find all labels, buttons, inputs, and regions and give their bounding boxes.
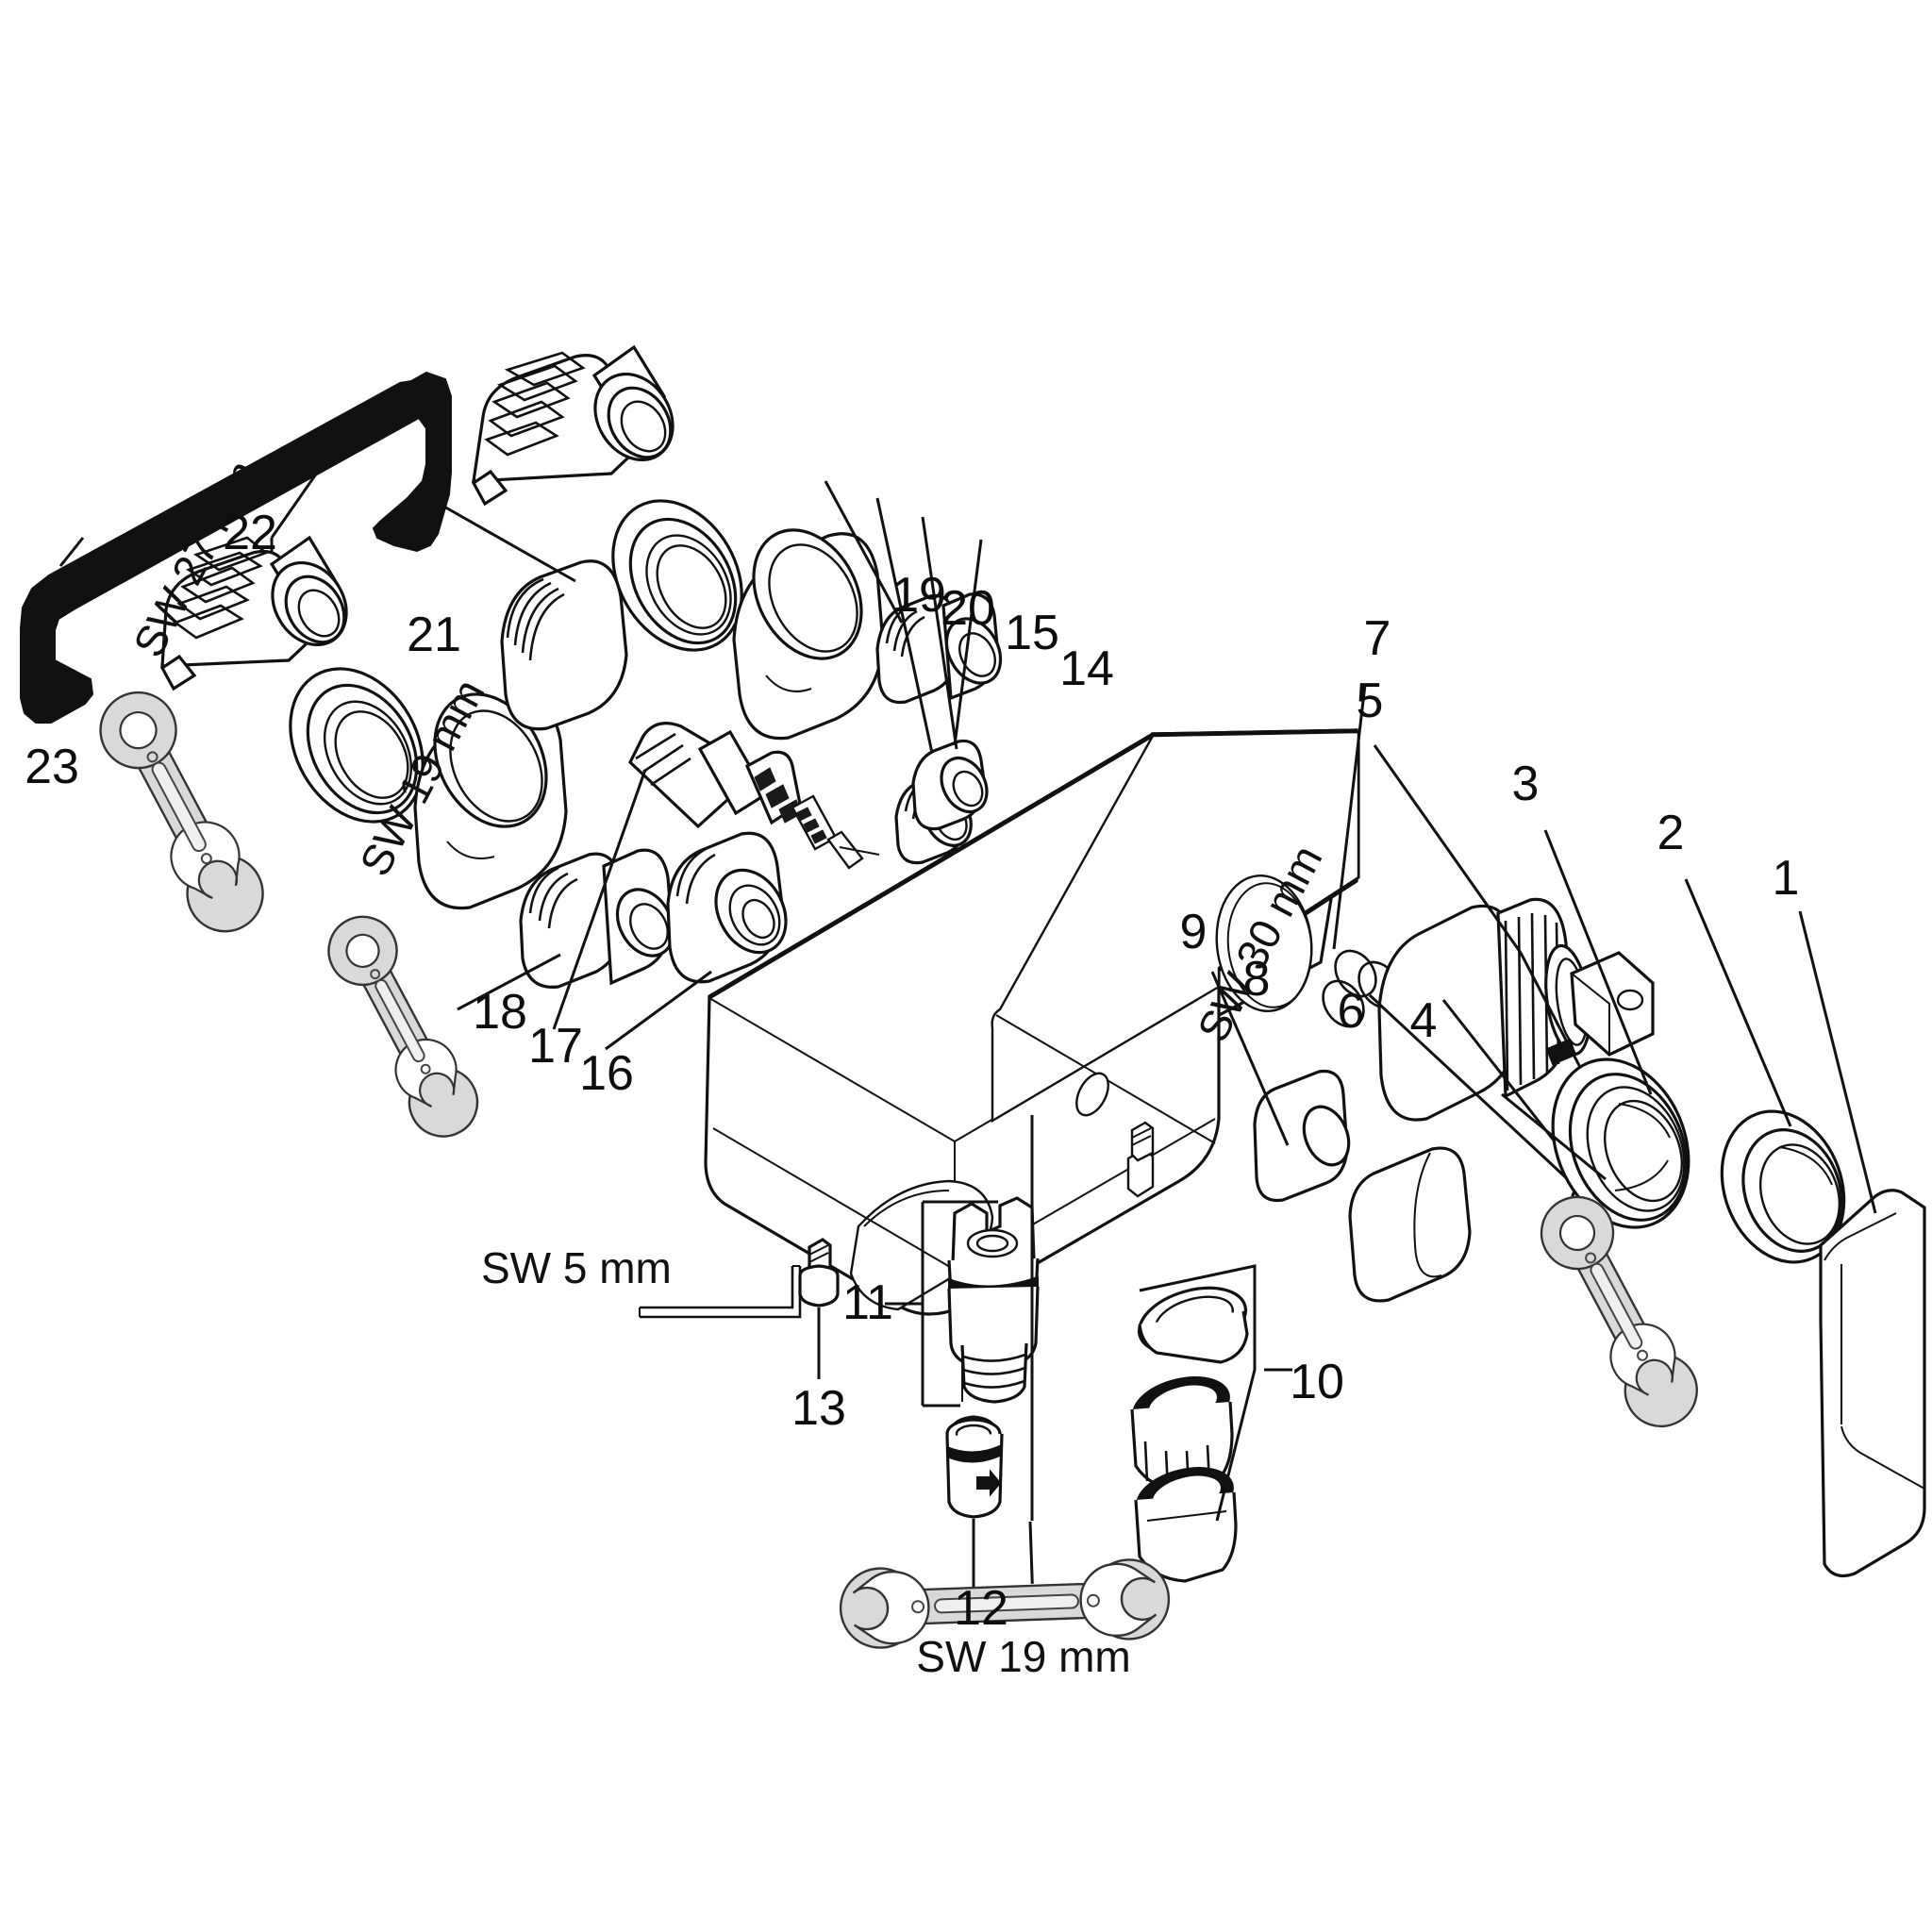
tool-label-sw5: SW 5 mm: [481, 1243, 672, 1292]
tool-sw19-wrench-lower: [839, 1521, 1171, 1649]
collar-sleeve-upper: [732, 528, 885, 741]
part-number-labels: 1 2 3 4 5 6 7 8 9 10 11 12 13 14 15 16 1…: [25, 506, 1799, 1636]
sealing-ring-left: [289, 667, 425, 824]
part-label-6: 6: [1338, 984, 1365, 1039]
part-5-cartridge: [1373, 744, 1655, 1122]
main-faucet-body: [704, 728, 1360, 1316]
part-label-20: 20: [941, 581, 995, 636]
part-label-17: 17: [528, 1019, 583, 1074]
part-label-2: 2: [1657, 806, 1685, 860]
aerator-lower: [1134, 1467, 1238, 1583]
part-label-9: 9: [1180, 905, 1208, 959]
part-10-aerator-assembly: [1130, 1264, 1292, 1583]
part-14-check-valve: [953, 539, 983, 746]
part-label-22: 22: [223, 506, 277, 560]
part-23-mounting-bracket: [20, 371, 452, 724]
part-label-1: 1: [1773, 851, 1800, 906]
part-12-diverter-insert: [945, 1415, 1004, 1587]
part-22-s-union-upper: [270, 344, 675, 651]
tool-sw27-wrench: [99, 691, 264, 933]
part-label-3: 3: [1512, 757, 1540, 811]
part-label-7: 7: [1364, 611, 1391, 666]
part-label-21: 21: [407, 608, 461, 662]
collar-sleeve-left: [413, 692, 568, 910]
part-17-valve-cartridge: [552, 722, 880, 1030]
part-2-handle-ring: [1684, 878, 1846, 1264]
part-label-15: 15: [1005, 606, 1059, 660]
sealing-ring-upper: [611, 499, 743, 652]
tool-sw19-wrench-upper: [327, 915, 479, 1138]
part-1-handle-cap: [1798, 910, 1926, 1577]
part-label-5: 5: [1357, 674, 1384, 728]
part-22-s-union-lower: [159, 535, 348, 691]
part-label-18: 18: [473, 985, 527, 1040]
part-label-16: 16: [579, 1046, 634, 1101]
part-16-valve-seat: [605, 831, 788, 1051]
part-3-escutcheon-ring: [1501, 829, 1690, 1229]
tool-sw30-wrench: [1540, 1195, 1698, 1428]
part-label-11: 11: [842, 1275, 893, 1330]
part-label-14: 14: [1059, 641, 1114, 696]
part-11-diverter-assembly: [885, 1196, 1040, 1407]
part-label-19: 19: [891, 568, 946, 623]
part-label-13: 13: [791, 1381, 846, 1436]
body-grub-screw: [1126, 1121, 1155, 1198]
part-label-23: 23: [25, 740, 79, 794]
part-9-sleeve-bush: [1210, 971, 1351, 1203]
part-8-square-cap: [1348, 1146, 1472, 1303]
tool-label-sw19-lower: SW 19 mm: [916, 1632, 1130, 1681]
part-label-12: 12: [954, 1581, 1008, 1636]
part-label-4: 4: [1410, 993, 1438, 1048]
part-label-8: 8: [1243, 952, 1271, 1007]
part-21-blanking-plug: [435, 500, 628, 731]
part-13-fixing-screw: [798, 1238, 840, 1379]
part-18-adapter-nipple: [457, 848, 675, 1011]
part-19-filter-insert: [824, 480, 1003, 705]
tool-sw5-hex-key: [639, 1265, 802, 1319]
part-label-10: 10: [1290, 1355, 1344, 1409]
part-15-non-return-valve: [911, 516, 989, 831]
